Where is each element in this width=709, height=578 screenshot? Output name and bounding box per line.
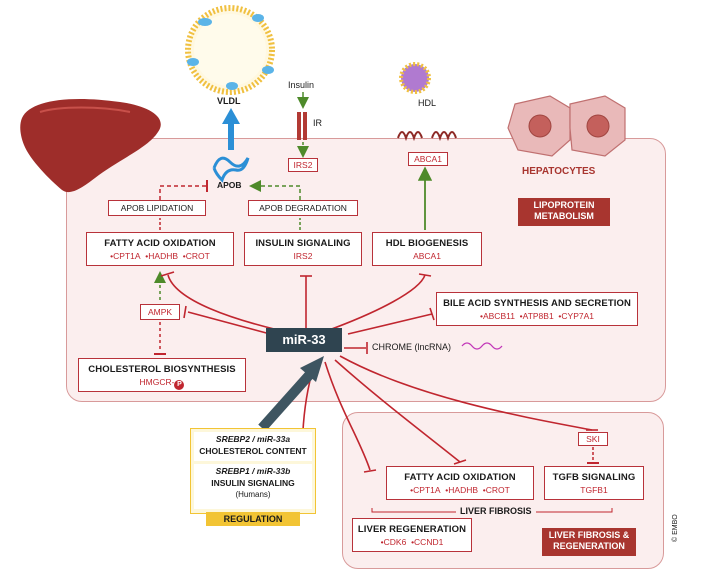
hdl-biogenesis-title: HDL BIOGENESIS [385,238,469,249]
lipoprotein-metabolism-text: LIPOPROTEIN METABOLISM [533,200,595,221]
humans-text: (Humans) [235,490,271,499]
apob-protein-icon [212,156,250,183]
hepatocyte-cells-icon [507,95,626,157]
liver-fibrosis-regeneration-text: LIVER FIBROSIS & REGENERATION [548,530,630,551]
liver-regeneration-box: LIVER REGENERATION •CDK6 •CCND1 [352,518,472,552]
copyright-label: © EMBO [672,514,679,542]
liver-regeneration-genes: •CDK6 •CCND1 [380,537,444,547]
tgfb-signaling-genes: TGFB1 [580,485,608,495]
ski-box: SKI [578,432,608,446]
regulation-label: REGULATION [206,512,300,526]
ir-label: IR [313,118,322,128]
cholesterol-content-text: CHOLESTEROL CONTENT [199,446,307,456]
liver-regeneration-title: LIVER REGENERATION [357,524,467,535]
abca1-label: ABCA1 [414,154,442,164]
apob-degradation-text: APOB DEGRADATION [259,203,347,213]
vldl-label: VLDL [217,96,241,106]
abca1-box: ABCA1 [408,152,448,166]
ampk-text: AMPK [147,307,173,317]
bile-acid-title: BILE ACID SYNTHESIS AND SECRETION [443,298,631,309]
srebp2-text: SREBP2 / miR-33a [215,434,291,444]
bile-acid-genes: •ABCB11 •ATP8B1 •CYP7A1 [479,311,594,321]
fao-fibrosis-genes: •CPT1A •HADHB •CROT [410,485,510,495]
insulin-signaling-reg-text: INSULIN SIGNALING [211,478,295,488]
insulin-signaling-box: INSULIN SIGNALING IRS2 [244,232,362,266]
fao-top-title: FATTY ACID OXIDATION [104,238,216,249]
vldl-particle-icon [185,5,275,95]
hepatocytes-title: HEPATOCYTES [522,166,596,177]
srebp1-text: SREBP1 / miR-33b [215,466,291,476]
liver-icon [20,98,161,193]
liver-fibrosis-regeneration-label: LIVER FIBROSIS & REGENERATION [542,528,636,556]
mir33-node: miR-33 [266,328,342,352]
ski-text: SKI [586,434,600,444]
hdl-label: HDL [418,98,437,108]
insulin-signaling-title: INSULIN SIGNALING [255,238,351,249]
abca1-transporter-icon [397,131,457,142]
hdl-biogenesis-genes: ABCA1 [413,251,441,261]
apob-lipidation-text: APOB LIPIDATION [120,203,194,213]
liver-fibrosis-label: LIVER FIBROSIS [456,506,536,516]
apob-lipidation-box: APOB LIPIDATION [108,200,206,216]
cholesterol-biosynthesis-genes: HMGCR-P [79,377,245,390]
apob-label: APOB [217,180,242,190]
ampk-box: AMPK [140,304,180,320]
insulin-signaling-genes: IRS2 [293,251,313,261]
irs2-label: IRS2 [293,160,313,170]
cholesterol-biosynthesis-box: CHOLESTEROL BIOSYNTHESIS HMGCR-P [78,358,246,392]
tgfb-signaling-title: TGFB SIGNALING [552,472,636,483]
fao-fibrosis-title: FATTY ACID OXIDATION [404,472,516,483]
apob-degradation-box: APOB DEGRADATION [248,200,358,216]
regulation-inner-top: SREBP2 / miR-33a CHOLESTEROL CONTENT [194,432,312,461]
tgfb-signaling-box: TGFB SIGNALING TGFB1 [544,466,644,500]
cholesterol-biosynthesis-title: CHOLESTEROL BIOSYNTHESIS [88,364,236,375]
fao-fibrosis-box: FATTY ACID OXIDATION •CPT1A •HADHB •CROT [386,466,534,500]
bile-acid-box: BILE ACID SYNTHESIS AND SECRETION •ABCB1… [436,292,638,326]
chrome-label: CHROME (lncRNA) [372,342,452,352]
insulin-receptor-icon [297,112,307,140]
phospho-icon: P [174,380,185,390]
fao-top-box: FATTY ACID OXIDATION •CPT1A •HADHB •CROT [86,232,234,266]
hdl-biogenesis-box: HDL BIOGENESIS ABCA1 [372,232,482,266]
lipoprotein-metabolism-label: LIPOPROTEIN METABOLISM [518,198,610,226]
fao-top-genes: •CPT1A •HADHB •CROT [110,251,210,261]
hdl-particle-icon [399,62,431,94]
irs2-box: IRS2 [288,158,318,172]
regulation-inner-bottom: SREBP1 / miR-33b INSULIN SIGNALING (Huma… [194,464,312,509]
insulin-label: Insulin [288,80,315,90]
